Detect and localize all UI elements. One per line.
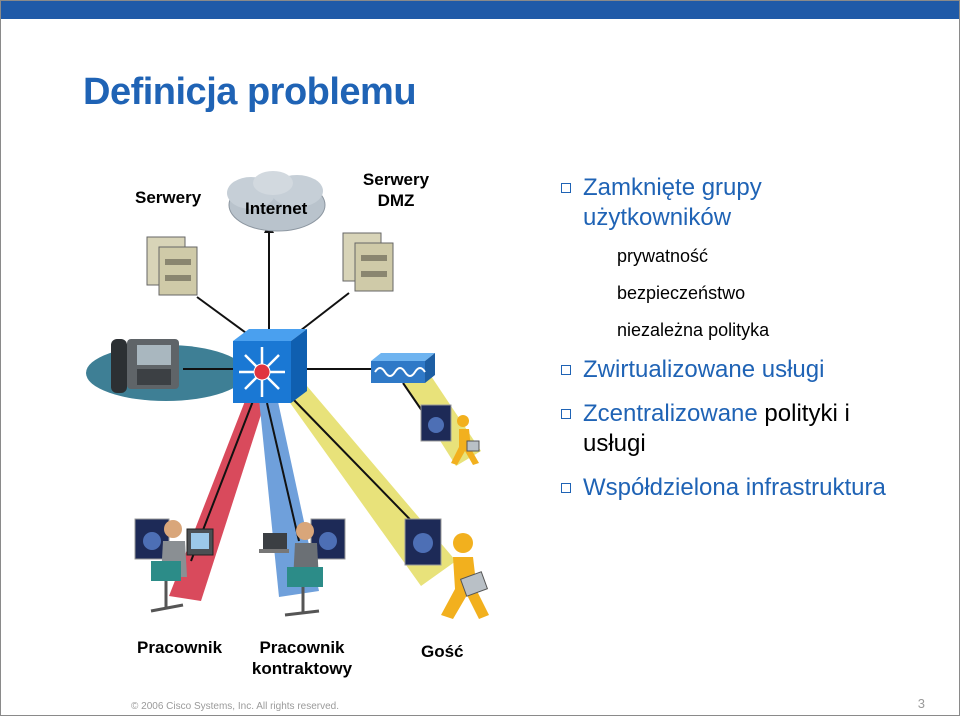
person-icon — [150, 520, 214, 613]
document-icon — [404, 518, 442, 566]
page-title: Definicja problemu — [83, 71, 417, 113]
page-number: 3 — [917, 696, 925, 711]
bullet-text: Współdzielona infrastruktura — [583, 474, 886, 501]
bullet-centralized-policies: Zcentralizowane polityki i usługi — [559, 399, 949, 459]
server-icon — [146, 236, 198, 296]
laptop-icon — [259, 533, 289, 553]
servers-label: Serwery — [135, 188, 202, 207]
bullet-square-icon — [561, 183, 571, 193]
bullet-text-line2: usługi — [583, 430, 646, 457]
bullet-square-icon — [561, 483, 571, 493]
contractor-label-line1: Pracownik — [259, 638, 345, 657]
top-bar — [1, 1, 959, 19]
worker-label: Pracownik — [137, 638, 223, 657]
bullet-text-black: polityki i — [757, 400, 850, 427]
bullet-shared-infrastructure: Współdzielona infrastruktura — [559, 473, 949, 503]
firewall-icon — [371, 353, 435, 383]
sub-item-privacy: prywatność — [617, 246, 709, 266]
cloud-icon — [227, 171, 326, 232]
person-icon — [441, 533, 489, 619]
dmz-label-line1: Serwery — [362, 170, 430, 189]
bullet-square-icon — [561, 409, 571, 419]
internet-label: Internet — [245, 199, 308, 218]
sub-item-policy: niezależna polityka — [617, 320, 770, 340]
bullet-list: Zamknięte grupy użytkowników prywatność … — [559, 173, 949, 503]
guest-label: Gość — [421, 642, 464, 661]
bullet-square-icon — [561, 365, 571, 375]
bullet-text: Zamknięte grupy — [583, 174, 762, 201]
copyright-footer: © 2006 Cisco Systems, Inc. All rights re… — [131, 701, 340, 712]
server-icon — [342, 232, 394, 292]
bullet-text: Zcentralizowane — [583, 400, 758, 427]
switch-icon — [233, 329, 307, 403]
dmz-label: Serwery DMZ — [359, 169, 433, 211]
contractor-label-line2: kontraktowy — [251, 659, 353, 678]
contractor-label: Pracownik kontraktowy — [247, 637, 357, 679]
sub-item-security: bezpieczeństwo — [617, 283, 746, 303]
document-icon — [420, 404, 452, 442]
bullet-text-line2: użytkowników — [583, 204, 732, 231]
bullet-closed-groups: Zamknięte grupy użytkowników — [559, 173, 949, 233]
bullet-virtualized-services: Zwirtualizowane usługi — [559, 355, 949, 385]
ip-phone-icon — [111, 339, 179, 393]
person-icon — [451, 415, 480, 465]
bullet-text: Zwirtualizowane usługi — [583, 356, 825, 383]
person-icon — [284, 522, 323, 617]
dmz-label-line2: DMZ — [377, 191, 415, 210]
